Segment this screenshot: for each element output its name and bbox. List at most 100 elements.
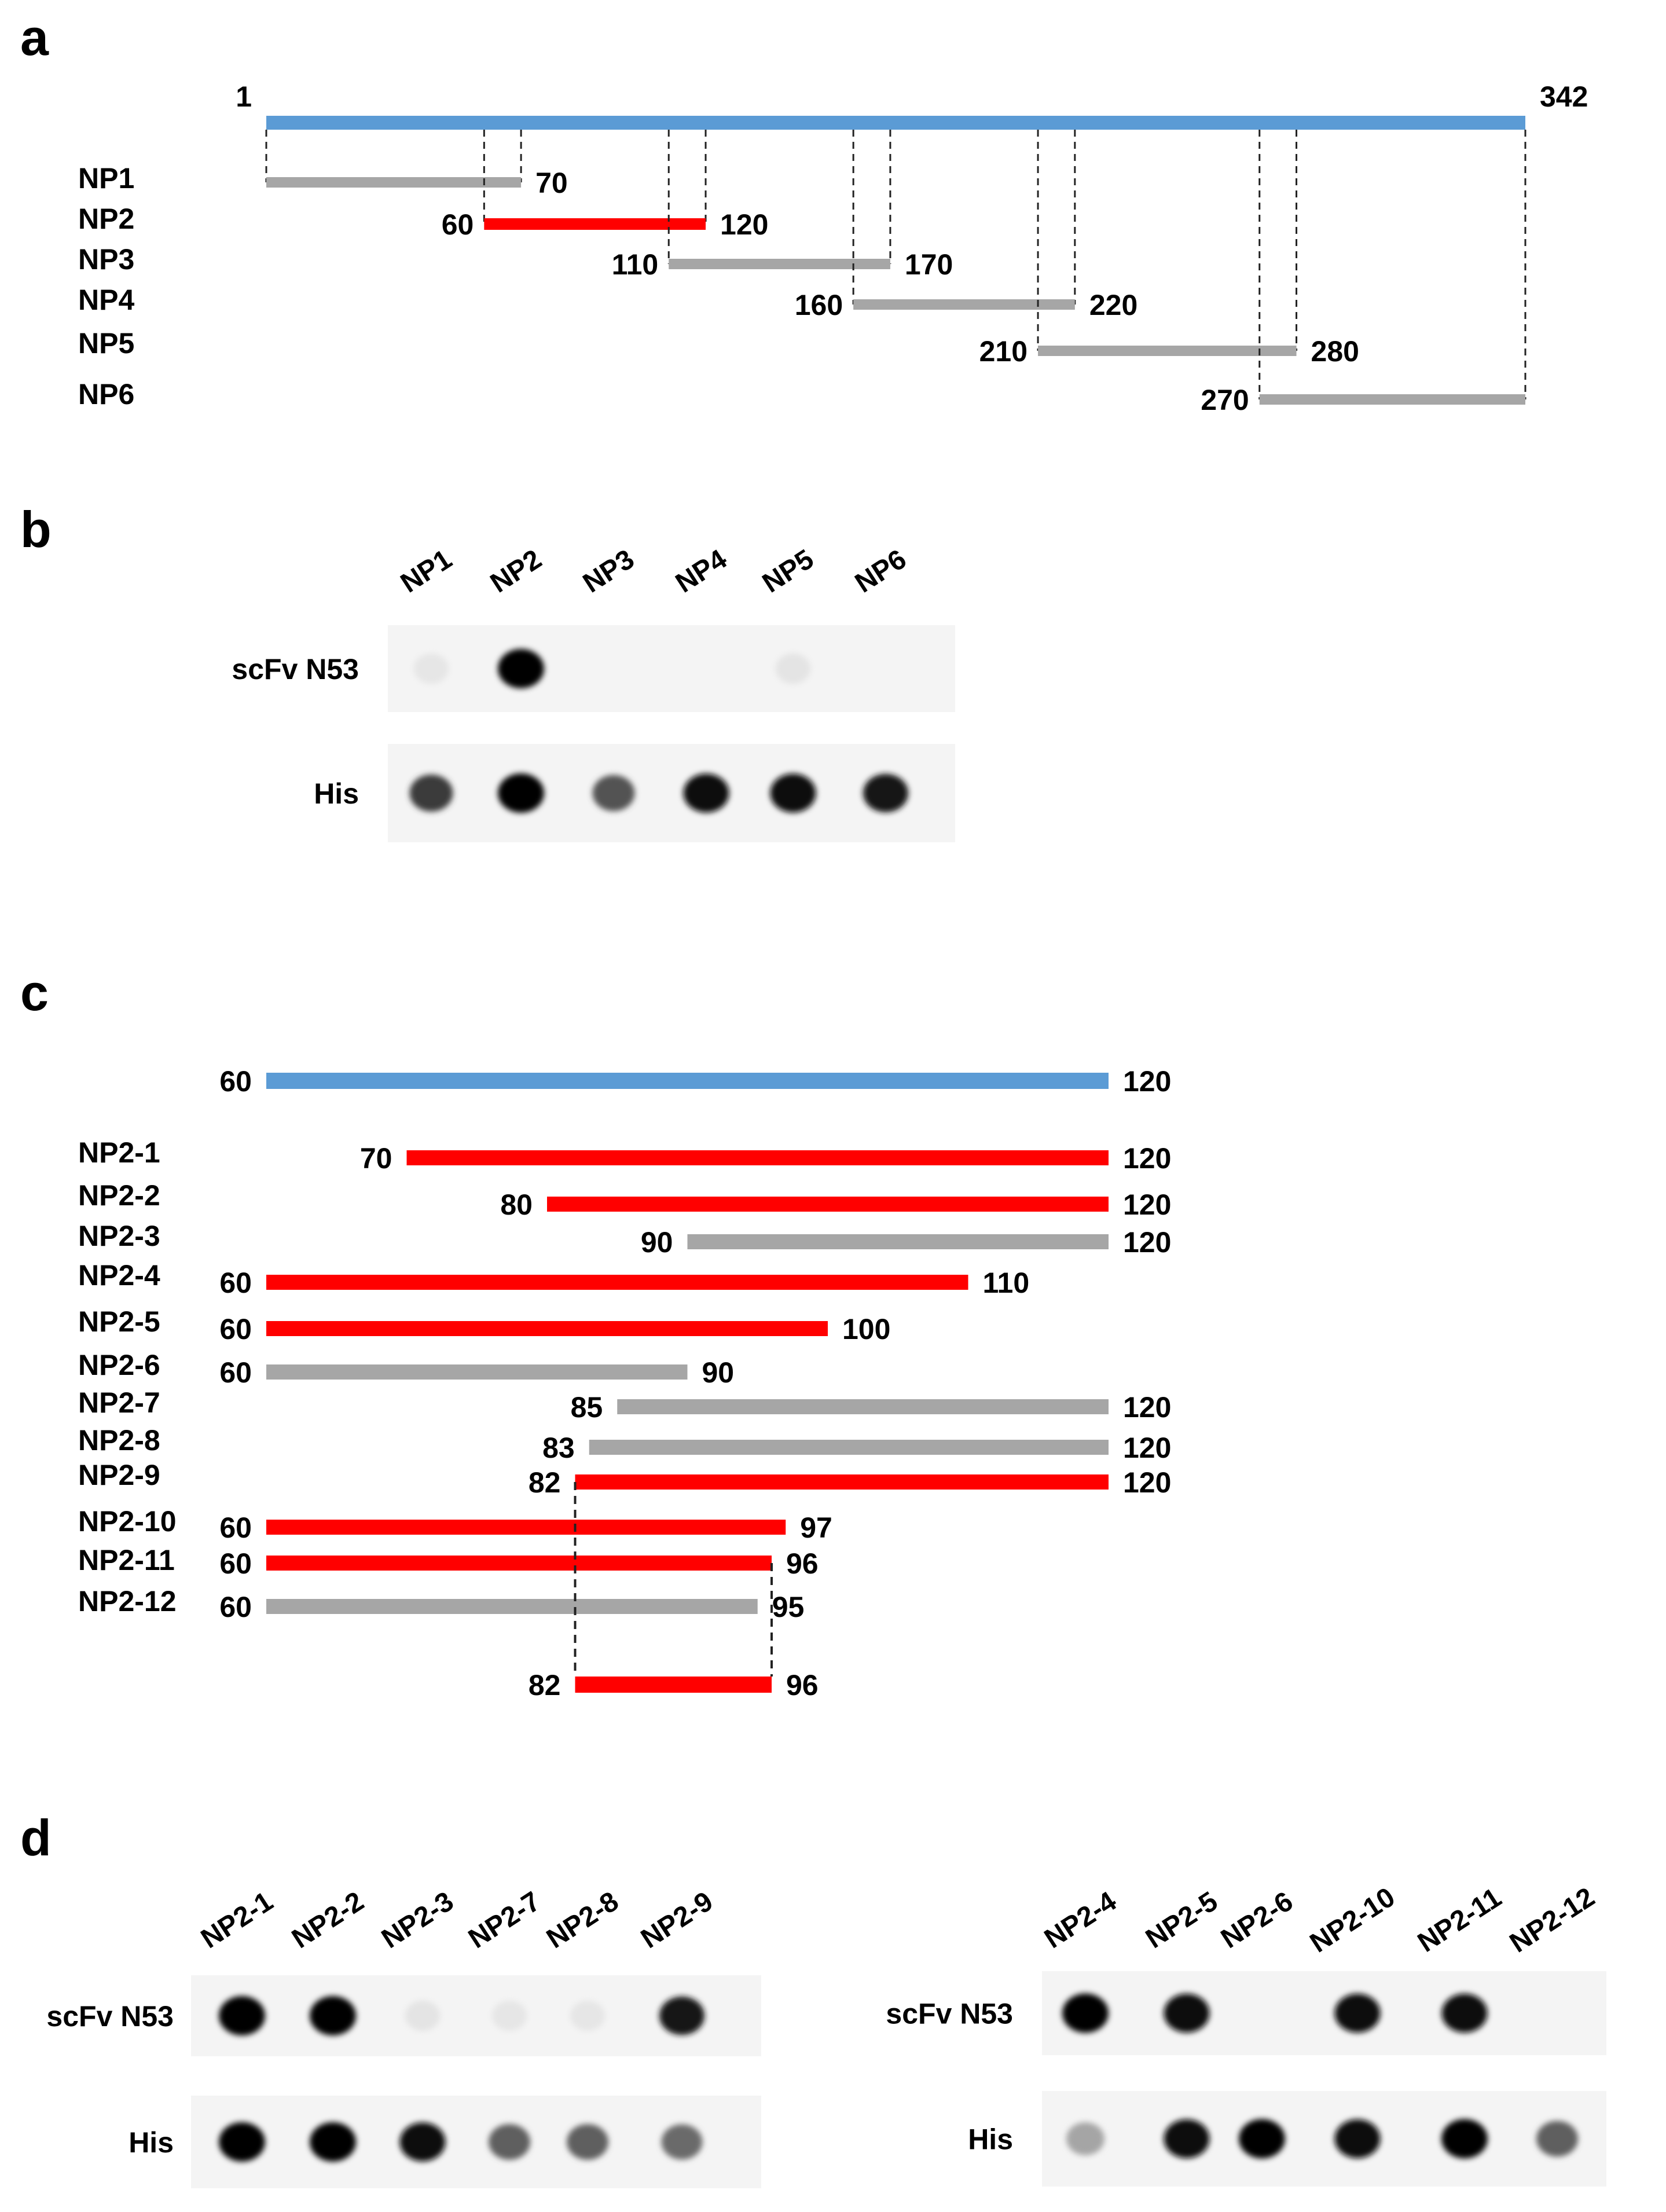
full-end-label: 342 (1540, 80, 1588, 113)
fragment-start-label: 70 (360, 1142, 392, 1175)
lane-label: NP2 (485, 544, 547, 599)
blot-dot (219, 1996, 265, 2035)
lane-label: NP6 (850, 544, 912, 599)
full-start-label: 1 (236, 80, 252, 113)
lane-label: NP2-9 (636, 1886, 718, 1955)
fragment-bar (589, 1440, 1109, 1455)
blot-dot (310, 1996, 356, 2035)
epitope-end-label: 96 (786, 1669, 819, 1701)
fragment-end-label: 96 (786, 1547, 819, 1580)
blot-dot (863, 773, 908, 813)
fragment-bar (484, 218, 706, 230)
lane-label: NP2-10 (1305, 1881, 1400, 1958)
blot-dot (1334, 2119, 1381, 2159)
fragment-name: NP2-9 (78, 1459, 160, 1491)
fragment-bar (266, 1599, 758, 1614)
blot-row-label: His (968, 2123, 1013, 2156)
fragment-end-label: 220 (1089, 289, 1137, 321)
blot-dot (1164, 1993, 1210, 2033)
epitope-start-label: 82 (529, 1669, 561, 1701)
lane-label: NP4 (670, 544, 732, 599)
fragment-name: NP6 (78, 378, 134, 410)
blot-dot (1164, 2119, 1210, 2159)
fragment-name: NP1 (78, 162, 134, 195)
fragment-name: NP2-11 (78, 1544, 175, 1576)
blot-dot (491, 2000, 527, 2031)
blot-dot (683, 773, 729, 813)
reference-end-label: 120 (1123, 1065, 1171, 1098)
blot-dot (1062, 1993, 1109, 2033)
panel-b-label: b (20, 501, 52, 558)
blot-dot (659, 1996, 704, 2035)
lane-label: NP2-3 (376, 1886, 459, 1955)
lane-label: NP5 (757, 544, 819, 599)
fragment-bar (669, 259, 890, 269)
fragment-name: NP2-10 (78, 1505, 177, 1538)
blot-dot (219, 2122, 265, 2162)
fragment-bar (266, 1275, 968, 1290)
fragment-start-label: 90 (641, 1226, 673, 1259)
fragment-end-label: 97 (800, 1512, 832, 1544)
fragment-start-label: 60 (219, 1547, 252, 1580)
fragment-bar (266, 1556, 772, 1571)
fragment-name: NP2-2 (78, 1179, 160, 1212)
blot-dot (413, 653, 449, 684)
fragment-end-label: 120 (1123, 1226, 1171, 1259)
fragment-start-label: 160 (795, 289, 843, 321)
fragment-end-label: 100 (842, 1313, 890, 1345)
panel-c-label: c (20, 964, 49, 1021)
blot-dot (1334, 1993, 1381, 2033)
blot-dot (1441, 2119, 1488, 2159)
blot-dot (498, 773, 544, 813)
panel-d-label: d (20, 1809, 52, 1866)
fragment-end-label: 120 (1123, 1188, 1171, 1221)
fragment-bar (1038, 346, 1297, 356)
fragment-start-label: 80 (500, 1188, 533, 1221)
fragment-name: NP2-6 (78, 1349, 160, 1381)
lane-label: NP2-7 (463, 1886, 546, 1955)
fragment-bar (266, 1321, 828, 1336)
blot-row-label: scFv N53 (886, 1998, 1013, 2030)
fragment-name: NP2-4 (78, 1259, 160, 1292)
fragment-start-label: 110 (612, 248, 659, 281)
blot-dot (1441, 1993, 1488, 2033)
fragment-end-label: 70 (535, 167, 568, 199)
fragment-end-label: 95 (772, 1591, 805, 1623)
full-length-bar (266, 116, 1525, 130)
fragment-start-label: 85 (571, 1391, 603, 1424)
lane-label: NP2-6 (1216, 1886, 1298, 1955)
lane-label: NP2-5 (1140, 1886, 1223, 1955)
blot-dot (1239, 2119, 1285, 2159)
fragment-end-label: 120 (1123, 1432, 1171, 1464)
fragment-start-label: 270 (1201, 384, 1249, 416)
fragment-start-label: 60 (219, 1591, 252, 1623)
lane-label: NP2-1 (196, 1886, 278, 1955)
blot-dot (1536, 2121, 1578, 2157)
blot-dot (567, 2124, 608, 2160)
blot-dot (661, 2124, 703, 2160)
fragment-end-label: 110 (983, 1267, 1030, 1299)
fragment-end-label: 120 (1123, 1391, 1171, 1424)
blot-membrane (1042, 1971, 1606, 2055)
reference-bar (266, 1073, 1109, 1089)
panel-a-label: a (20, 9, 49, 66)
blot-membrane (1042, 2091, 1606, 2187)
fragment-start-label: 60 (219, 1267, 252, 1299)
fragment-bar (853, 299, 1075, 310)
fragment-bar (266, 177, 522, 188)
epitope-bar (575, 1677, 772, 1693)
fragment-start-label: 60 (442, 208, 474, 241)
blot-row-label: scFv N53 (46, 2000, 174, 2033)
fragment-bar (547, 1197, 1109, 1212)
fragment-start-label: 210 (979, 335, 1028, 368)
fragment-name: NP2-1 (78, 1136, 160, 1169)
lane-label: NP2-11 (1412, 1882, 1507, 1958)
lane-label: NP2-8 (541, 1886, 624, 1955)
blot-dot (399, 2122, 446, 2162)
blot-row-label: scFv N53 (232, 653, 359, 685)
fragment-bar (687, 1234, 1109, 1249)
reference-start-label: 60 (219, 1065, 252, 1098)
